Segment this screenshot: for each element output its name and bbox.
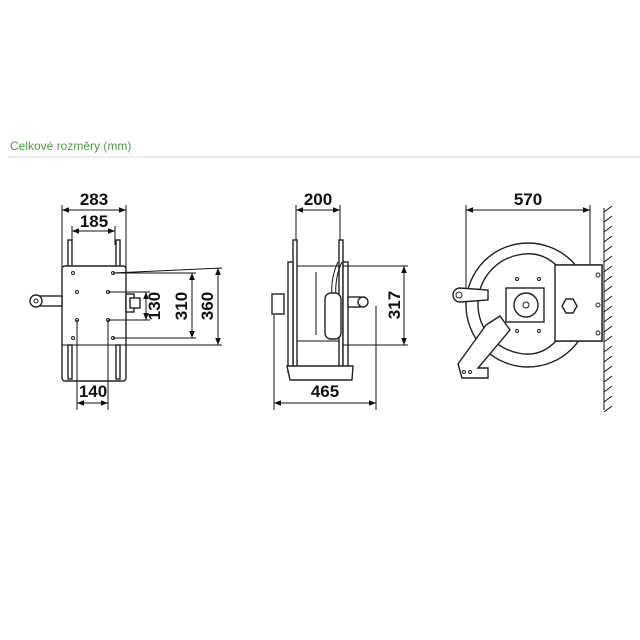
divider <box>8 156 640 158</box>
section-title: Celkové rozměry (mm) <box>10 139 132 153</box>
dim-310: 310 <box>172 292 191 320</box>
dim-130: 130 <box>145 292 164 320</box>
dim-185: 185 <box>80 212 108 231</box>
dim-360: 360 <box>198 292 217 320</box>
side-view: 200 317 465 <box>271 190 408 410</box>
dim-283: 283 <box>80 190 108 209</box>
dim-570: 570 <box>514 190 542 209</box>
dim-200: 200 <box>304 190 332 209</box>
dim-317: 317 <box>385 291 404 319</box>
dim-140: 140 <box>79 382 107 401</box>
dim-465: 465 <box>311 382 339 401</box>
wall-view: 570 <box>452 190 613 413</box>
front-view: 283 185 140 130 310 360 <box>29 190 223 410</box>
